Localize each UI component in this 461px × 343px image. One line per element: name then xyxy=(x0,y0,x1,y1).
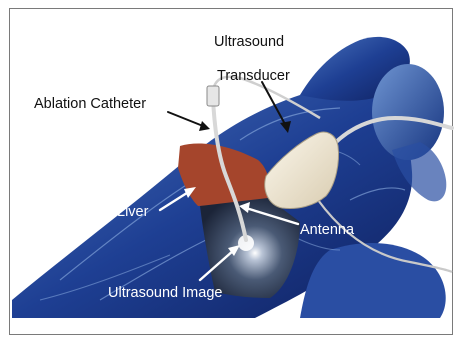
label-ablation-catheter: Ablation Catheter xyxy=(34,96,146,112)
label-antenna: Antenna xyxy=(300,222,355,238)
label-ultrasound-image: Ultrasound Image xyxy=(108,285,222,301)
label-ultrasound: Ultrasound xyxy=(214,34,284,50)
label-liver: Liver xyxy=(117,204,149,220)
catheter-handle xyxy=(207,86,219,106)
label-transducer: Transducer xyxy=(217,68,290,84)
